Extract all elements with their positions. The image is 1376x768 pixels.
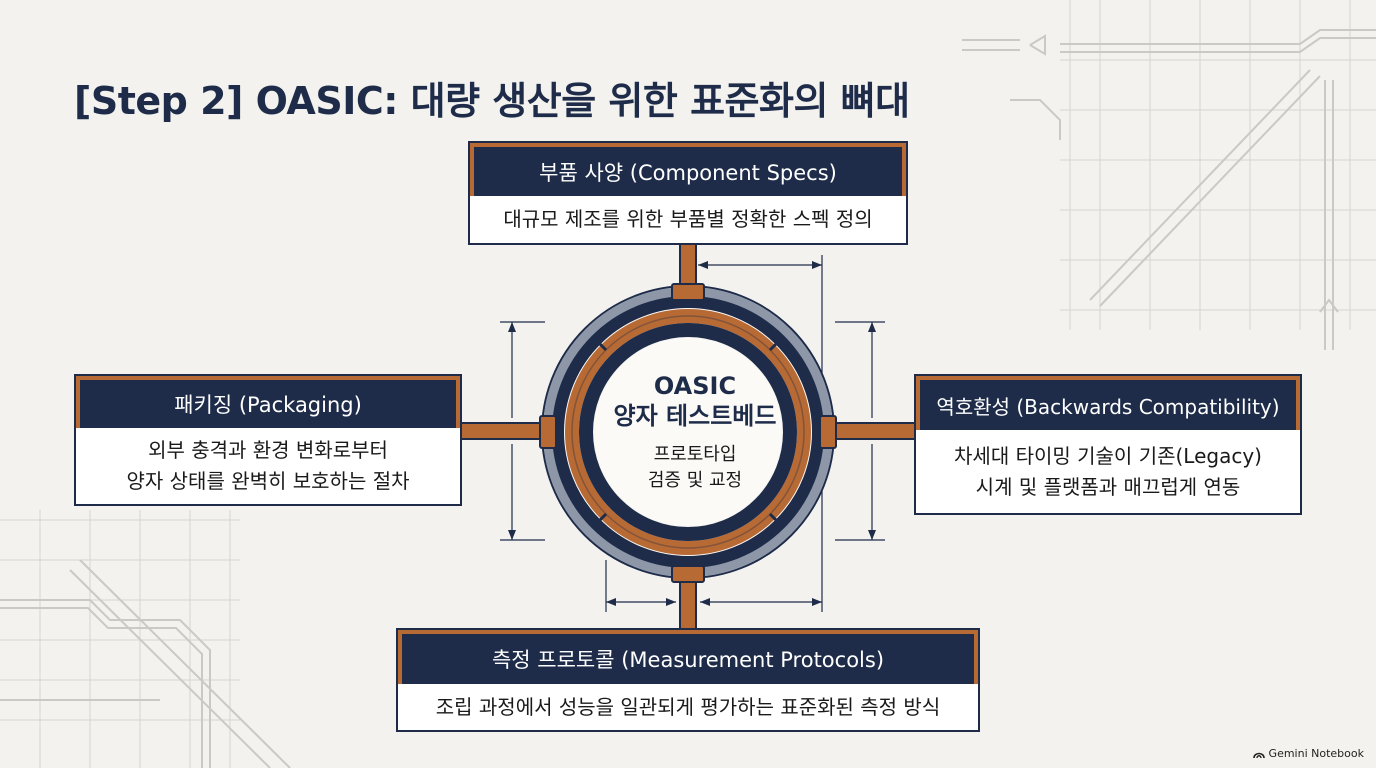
packaging-line-1: 외부 충격과 환경 변화로부터 <box>148 438 388 462</box>
center-desc-line2: 검증 및 교정 <box>647 470 743 491</box>
measurement-protocols-header: 측정 프로토콜 (Measurement Protocols) <box>398 630 978 684</box>
backwards-compatibility-line-2: 시계 및 플랫폼과 매끄럽게 연동 <box>975 474 1241 499</box>
ring-clamps <box>539 283 837 583</box>
measurement-protocols-line: 조립 과정에서 성능을 일관되게 평가하는 표준화된 측정 방식 <box>435 694 941 719</box>
packaging-box: 패키징 (Packaging) 외부 충격과 환경 변화로부터 양자 상태를 완… <box>74 374 462 506</box>
backwards-compatibility-body: 차세대 타이밍 기술이 기존(Legacy) 시계 및 플랫폼과 매끄럽게 연동 <box>916 430 1300 513</box>
packaging-line-2: 양자 상태를 완벽히 보호하는 절차 <box>126 469 410 493</box>
packaging-header: 패키징 (Packaging) <box>76 376 460 428</box>
measurement-protocols-body: 조립 과정에서 성능을 일관되게 평가하는 표준화된 측정 방식 <box>398 684 978 730</box>
ring-stack <box>541 285 835 579</box>
center-label: OASIC 양자 테스트베드 프로토타입 검증 및 교정 <box>565 372 825 494</box>
component-specs-header: 부품 사양 (Component Specs) <box>470 143 906 196</box>
center-desc-line1: 프로토타입 <box>653 444 737 465</box>
component-specs-box: 부품 사양 (Component Specs) 대규모 제조를 위한 부품별 정… <box>468 141 908 245</box>
center-subtitle: 양자 테스트베드 <box>613 402 777 430</box>
backwards-compatibility-line-1: 차세대 타이밍 기술이 기존(Legacy) <box>954 443 1262 468</box>
center-title: OASIC <box>653 372 737 400</box>
packaging-body: 외부 충격과 환경 변화로부터 양자 상태를 완벽히 보호하는 절차 <box>76 428 460 504</box>
notebook-logo-icon <box>1252 752 1265 758</box>
connector-pipes <box>460 241 917 631</box>
component-specs-body: 대규모 제조를 위한 부품별 정확한 스펙 정의 <box>470 196 906 243</box>
backwards-compatibility-box: 역호환성 (Backwards Compatibility) 차세대 타이밍 기… <box>914 374 1302 515</box>
measurement-protocols-box: 측정 프로토콜 (Measurement Protocols) 조립 과정에서 … <box>396 628 980 732</box>
watermark: Gemini Notebook <box>1252 747 1364 760</box>
watermark-text: Gemini Notebook <box>1268 747 1364 760</box>
backwards-compatibility-header: 역호환성 (Backwards Compatibility) <box>916 376 1300 430</box>
component-specs-line: 대규모 제조를 위한 부품별 정확한 스펙 정의 <box>503 207 873 231</box>
page-title: [Step 2] OASIC: 대량 생산을 위한 표준화의 뼈대 <box>74 79 910 123</box>
ring-tick-marks <box>594 338 782 526</box>
